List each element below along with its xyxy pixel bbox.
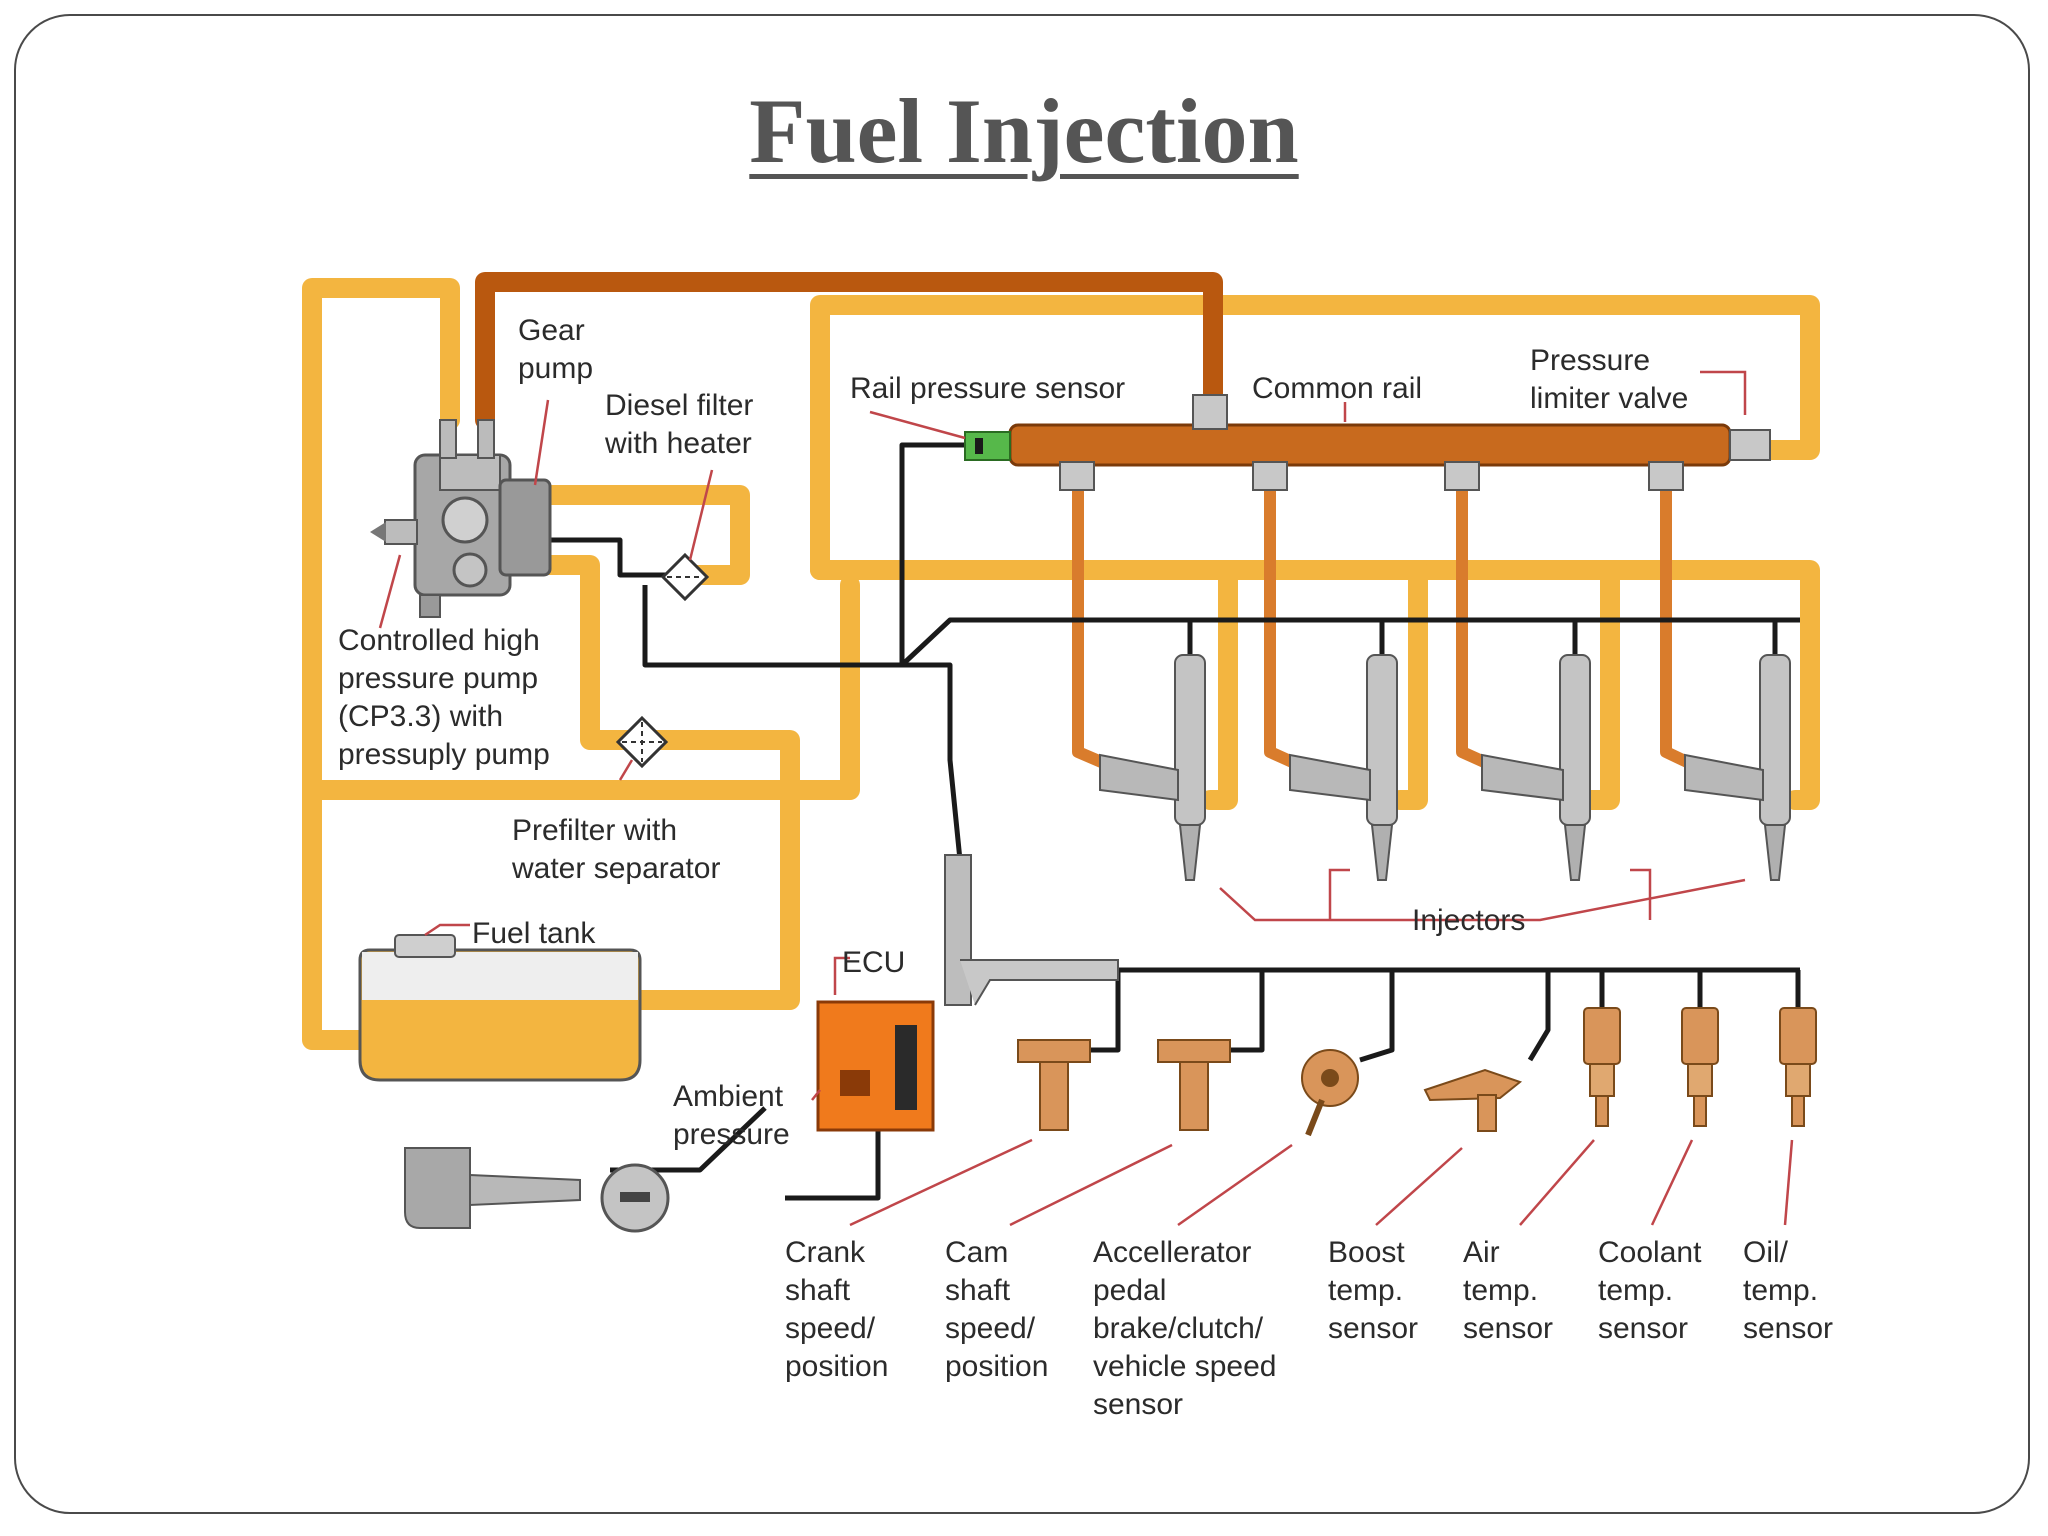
coolant-temp-sensor <box>1681 1007 1719 1127</box>
label-cam-shaft: Cam shaft speed/ position <box>945 1236 1048 1383</box>
injector-2 <box>1252 461 1398 881</box>
svg-text:pump: pump <box>518 352 593 385</box>
svg-text:Accellerator: Accellerator <box>1093 1236 1251 1269</box>
high-pressure-lines <box>475 272 1710 776</box>
air-temp-sensor <box>1583 1007 1621 1127</box>
svg-text:Diesel filter: Diesel filter <box>605 389 753 422</box>
svg-text:limiter valve: limiter valve <box>1530 382 1688 415</box>
oil-temp-sensor <box>1779 1007 1817 1127</box>
svg-text:pedal: pedal <box>1093 1274 1166 1307</box>
svg-text:position: position <box>785 1350 888 1383</box>
svg-text:pressuply pump: pressuply pump <box>338 738 550 771</box>
label-pressure-limiter-valve: Pressure limiter valve <box>1530 344 1688 415</box>
label-diesel-filter: Diesel filter with heater <box>604 389 753 460</box>
label-gear-pump: Gear pump <box>518 314 593 385</box>
label-rail-pressure-sensor: Rail pressure sensor <box>850 372 1125 405</box>
label-coolant-temp: Coolant temp. sensor <box>1598 1236 1702 1345</box>
sensors <box>1017 1007 1817 1137</box>
ignition-key <box>404 1147 581 1229</box>
ignition-switch <box>600 1163 670 1233</box>
injectors <box>1059 461 1791 881</box>
svg-text:with heater: with heater <box>604 427 752 460</box>
high-pressure-pump <box>370 419 552 618</box>
svg-text:sensor: sensor <box>1463 1312 1553 1345</box>
rail-pressure-sensor <box>964 431 1011 461</box>
svg-text:Controlled high: Controlled high <box>338 624 540 657</box>
crank-shaft-sensor <box>1017 1039 1091 1131</box>
label-ambient-pressure: Ambient pressure <box>673 1080 790 1151</box>
svg-text:Gear: Gear <box>518 314 585 347</box>
svg-text:sensor: sensor <box>1743 1312 1833 1345</box>
svg-text:vehicle speed: vehicle speed <box>1093 1350 1276 1383</box>
accelerator-sensor <box>1301 1049 1359 1137</box>
svg-text:temp.: temp. <box>1598 1274 1673 1307</box>
slide-title: Fuel Injection <box>749 80 1299 182</box>
label-ecu: ECU <box>842 946 905 979</box>
injector-1 <box>1059 461 1206 881</box>
svg-text:position: position <box>945 1350 1048 1383</box>
svg-text:Crank: Crank <box>785 1236 866 1269</box>
fuel-tank <box>358 934 642 1082</box>
svg-text:temp.: temp. <box>1463 1274 1538 1307</box>
label-crank-shaft: Crank shaft speed/ position <box>785 1236 888 1383</box>
svg-text:Air: Air <box>1463 1236 1500 1269</box>
common-rail <box>1008 394 1771 467</box>
svg-text:water separator: water separator <box>511 852 720 885</box>
boost-temp-sensor <box>1423 1068 1523 1132</box>
injector-4 <box>1648 461 1791 881</box>
labels: Gear pump Diesel filter with heater Rail… <box>338 314 1833 1421</box>
svg-text:Cam: Cam <box>945 1236 1008 1269</box>
injector-3 <box>1444 461 1591 881</box>
ecu <box>816 1000 935 1132</box>
leader-lines <box>378 370 1794 1227</box>
label-accelerator: Accellerator pedal brake/clutch/ vehicle… <box>1093 1236 1276 1421</box>
svg-text:(CP3.3) with: (CP3.3) with <box>338 700 503 733</box>
prefilter <box>615 715 669 769</box>
label-high-pressure-pump: Controlled high pressure pump (CP3.3) wi… <box>338 624 550 771</box>
svg-text:temp.: temp. <box>1743 1274 1818 1307</box>
svg-text:shaft: shaft <box>945 1274 1011 1307</box>
svg-text:speed/: speed/ <box>785 1312 876 1345</box>
svg-text:Coolant: Coolant <box>1598 1236 1702 1269</box>
svg-text:Pressure: Pressure <box>1530 344 1650 377</box>
svg-text:brake/clutch/: brake/clutch/ <box>1093 1312 1264 1345</box>
label-fuel-tank: Fuel tank <box>472 917 596 950</box>
cam-shaft-sensor <box>1157 1039 1231 1131</box>
low-pressure-lines <box>302 278 1820 1050</box>
svg-text:sensor: sensor <box>1093 1388 1183 1421</box>
svg-text:speed/: speed/ <box>945 1312 1036 1345</box>
svg-text:Ambient: Ambient <box>673 1080 784 1113</box>
label-injectors: Injectors <box>1412 904 1525 937</box>
svg-text:sensor: sensor <box>1328 1312 1418 1345</box>
label-air-temp: Air temp. sensor <box>1463 1236 1553 1345</box>
svg-text:pressure pump: pressure pump <box>338 662 538 695</box>
svg-text:Oil/: Oil/ <box>1743 1236 1789 1269</box>
svg-text:pressure: pressure <box>673 1118 790 1151</box>
label-prefilter: Prefilter with water separator <box>511 814 720 885</box>
label-common-rail: Common rail <box>1252 372 1422 405</box>
svg-text:temp.: temp. <box>1328 1274 1403 1307</box>
label-oil-temp: Oil/ temp. sensor <box>1743 1236 1833 1345</box>
diesel-filter <box>660 552 710 602</box>
svg-text:shaft: shaft <box>785 1274 851 1307</box>
svg-text:Prefilter with: Prefilter with <box>512 814 677 847</box>
svg-text:sensor: sensor <box>1598 1312 1688 1345</box>
label-boost-temp: Boost temp. sensor <box>1328 1236 1418 1345</box>
svg-text:Boost: Boost <box>1328 1236 1405 1269</box>
return-pipe <box>944 854 1119 1006</box>
